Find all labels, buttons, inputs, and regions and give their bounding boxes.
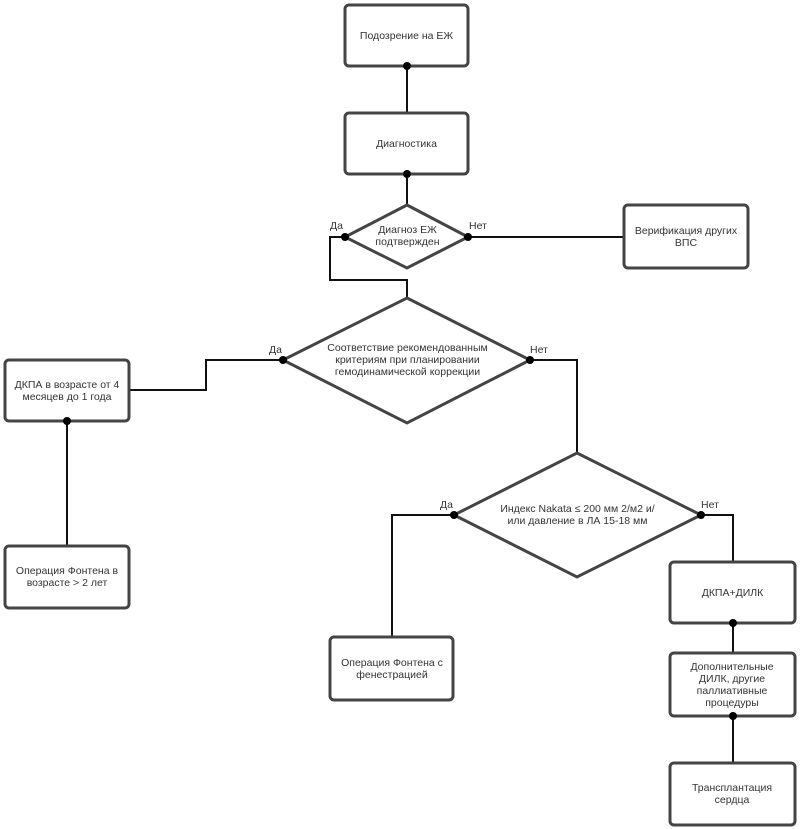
decision-nakata — [450, 451, 705, 579]
label-fontan-age: Операция Фонтена в возрасте > 2 лет — [15, 565, 119, 589]
label-transplant: Трансплантация сердца — [691, 782, 773, 806]
branch-yes-nakata: Да — [440, 499, 453, 511]
connector-dots — [63, 62, 737, 720]
branch-yes-confirmed: Да — [330, 220, 343, 232]
label-nakata: Индекс Nakata ≤ 200 мм 2/м2 и/или давлен… — [500, 503, 655, 527]
label-criteria: Соответствие рекомендованным критериям п… — [327, 342, 488, 378]
branch-no-confirmed: Нет — [469, 220, 487, 232]
connectors — [66, 66, 734, 763]
decision-criteria — [279, 296, 534, 425]
branch-no-criteria: Нет — [530, 344, 548, 356]
label-diagnostics: Диагностика — [376, 137, 437, 150]
decision-confirmed — [341, 203, 472, 270]
branch-yes-criteria: Да — [269, 344, 282, 356]
label-dkpa-age: ДКПА в возрасте от 4 месяцев до 1 года — [14, 378, 120, 403]
node-verify-other — [622, 203, 750, 270]
node-transplant — [668, 761, 797, 827]
label-dkpa-dilk: ДКПА+ДИЛК — [701, 586, 764, 599]
label-verify-other: Верификация других ВПС — [634, 224, 738, 249]
label-confirmed: Диагноз ЕЖ подтвержден — [375, 224, 440, 248]
label-fontan-fenestration: Операция Фонтена с фенестрацией — [341, 656, 443, 681]
label-additional-dilk: Дополнительные ДИЛК, другие паллиативные… — [690, 660, 774, 709]
node-fontan-age — [3, 544, 131, 610]
branch-no-nakata: Нет — [701, 499, 719, 511]
node-fontan-fenestration — [328, 635, 455, 702]
label-suspicion: Подозрение на ЕЖ — [359, 29, 454, 42]
